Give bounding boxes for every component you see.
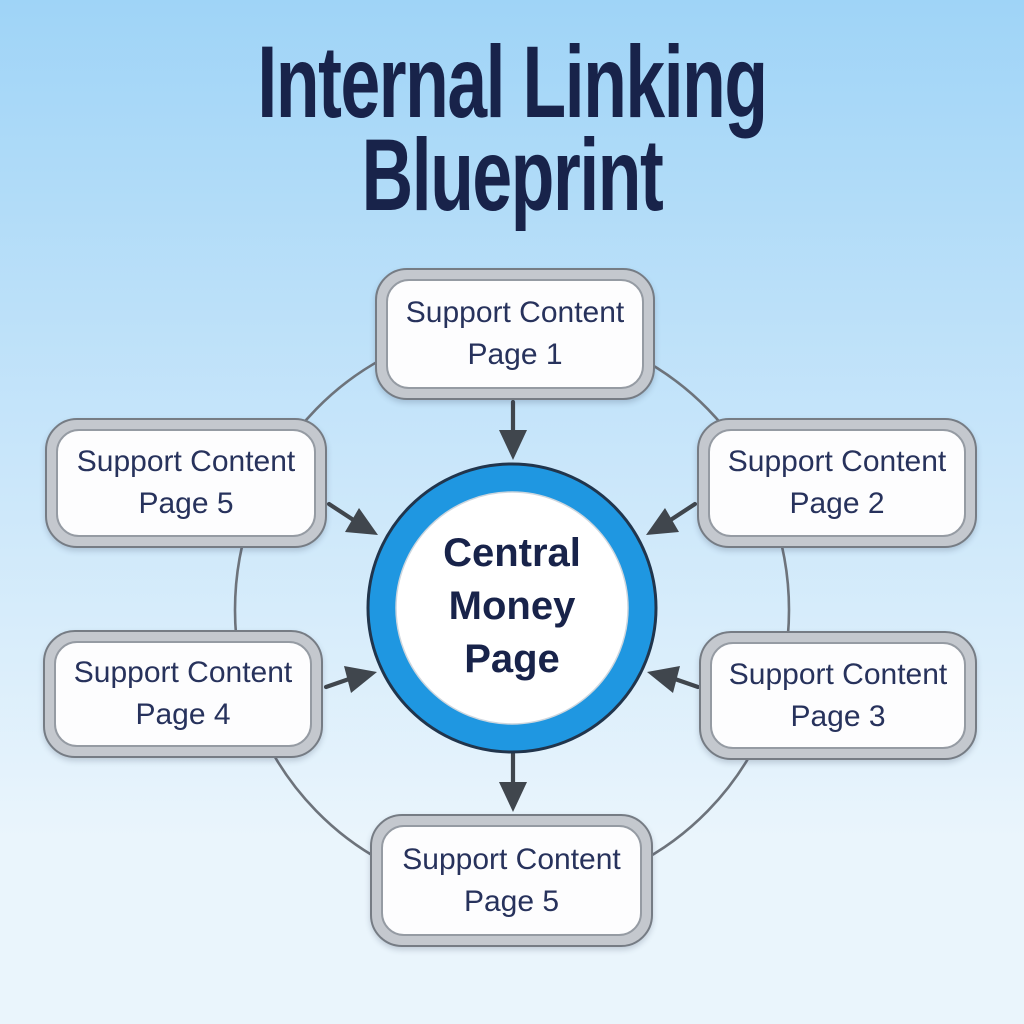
node-label-line1: Support Content bbox=[405, 296, 625, 329]
central-node-label: Central Money Page bbox=[392, 527, 632, 687]
arrow-top-right-to-center bbox=[646, 501, 698, 535]
node-label-line2: Page 2 bbox=[789, 487, 885, 520]
arrow-top-left-shaft bbox=[326, 501, 358, 524]
diagram-title-line2: Blueprint bbox=[361, 117, 664, 232]
node-support-page-1: Support Content Page 1 bbox=[375, 268, 655, 400]
node-label-line1: Support Content bbox=[76, 445, 296, 478]
central-label-line3: Page bbox=[464, 637, 560, 682]
arrow-bottom-right-head bbox=[647, 666, 680, 693]
node-label-line1: Support Content bbox=[73, 656, 293, 689]
arrow-top-head bbox=[499, 430, 527, 460]
arrow-bottom-left-head bbox=[344, 666, 377, 693]
arrow-bottom-left-to-center bbox=[323, 666, 377, 693]
arrow-bottom-head bbox=[499, 782, 527, 812]
node-support-page-2-panel: Support Content Page 2 bbox=[708, 429, 966, 537]
node-support-page-5-top-left: Support Content Page 5 bbox=[45, 418, 327, 548]
arrow-top-to-center bbox=[499, 399, 527, 460]
arrow-top-left-head bbox=[345, 508, 378, 535]
node-label-line1: Support Content bbox=[727, 445, 947, 478]
diagram-title-line1: Internal Linking bbox=[257, 25, 768, 139]
arrow-center-to-bottom bbox=[499, 751, 527, 812]
node-support-page-5-bottom-panel: Support Content Page 5 bbox=[381, 825, 642, 936]
central-label-line2: Money bbox=[448, 584, 576, 629]
central-circle-face bbox=[395, 491, 629, 725]
arrow-bottom-right-to-center bbox=[647, 666, 701, 693]
node-support-page-3: Support Content Page 3 bbox=[699, 631, 977, 760]
arrow-top-right-head bbox=[646, 508, 679, 535]
node-label-line2: Page 4 bbox=[135, 698, 231, 731]
arrow-top-left-to-center bbox=[326, 501, 378, 535]
central-label-line1: Central bbox=[443, 531, 581, 575]
node-support-page-2: Support Content Page 2 bbox=[697, 418, 977, 548]
node-label-line2: Page 5 bbox=[463, 884, 560, 918]
diagram-title: Internal Linking Blueprint bbox=[154, 25, 871, 232]
node-support-page-4-panel: Support Content Page 4 bbox=[54, 641, 312, 747]
node-support-page-3-panel: Support Content Page 3 bbox=[710, 642, 966, 749]
node-support-page-5-bottom: Support Content Page 5 bbox=[370, 814, 653, 947]
node-label-line2: Page 5 bbox=[138, 487, 234, 520]
node-support-page-5-top-left-panel: Support Content Page 5 bbox=[56, 429, 316, 537]
node-support-page-1-panel: Support Content Page 1 bbox=[386, 279, 644, 389]
node-label-line1: Support Content bbox=[728, 657, 948, 691]
node-label-line2: Page 3 bbox=[790, 699, 886, 733]
node-label-line1: Support Content bbox=[402, 842, 621, 876]
node-support-page-4: Support Content Page 4 bbox=[43, 630, 323, 758]
arrow-top-right-shaft bbox=[666, 501, 698, 524]
node-label-line2: Page 1 bbox=[467, 338, 563, 371]
